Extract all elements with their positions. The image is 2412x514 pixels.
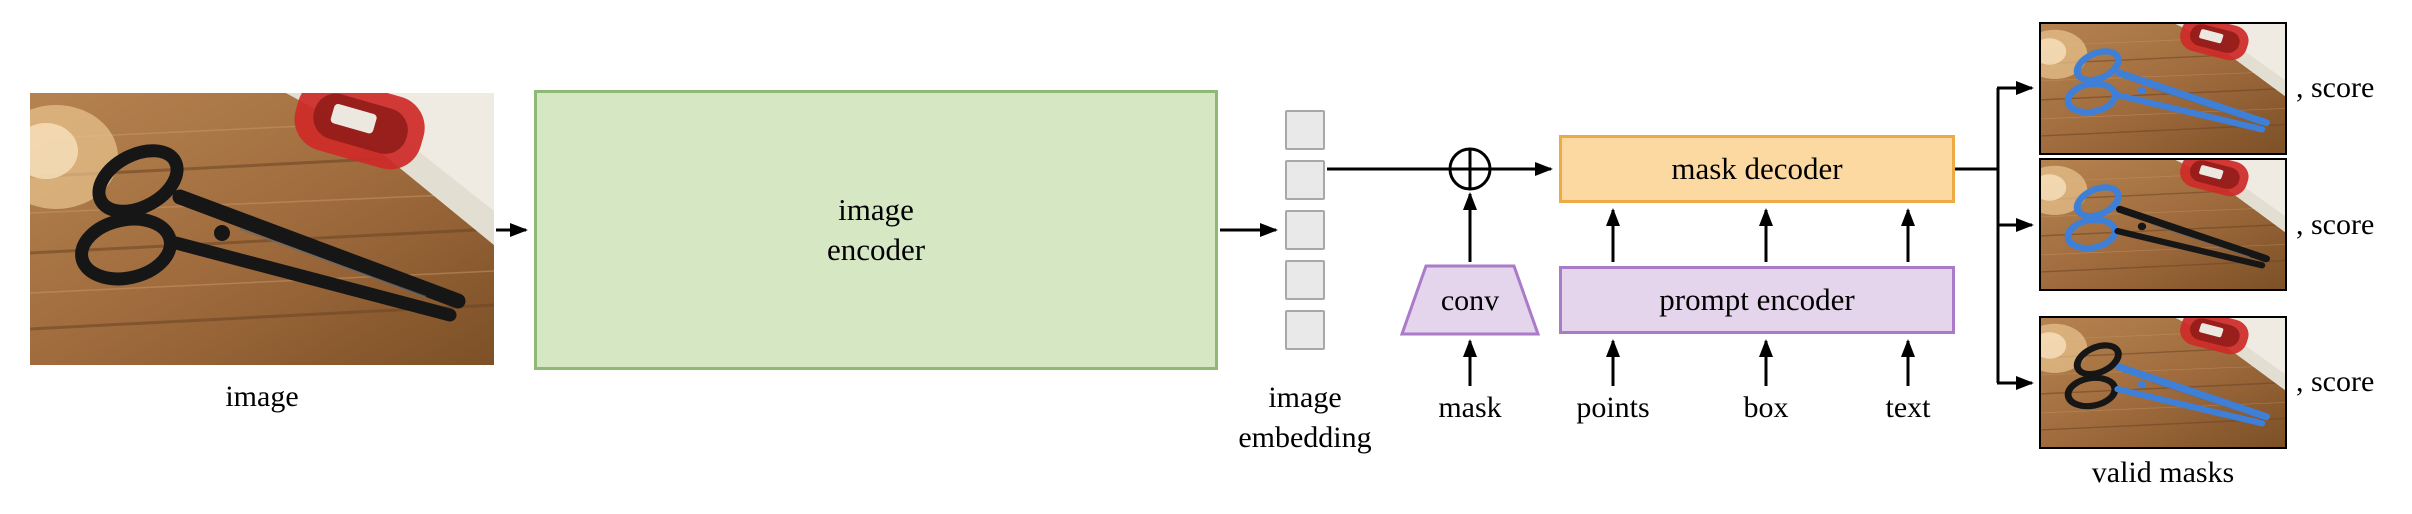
- embedding-label-line1: image: [1268, 381, 1342, 414]
- prompt-encoder-label: prompt encoder: [1659, 282, 1855, 317]
- connector-arrows: [496, 81, 2034, 390]
- image-encoder-box: image encoder: [534, 90, 1218, 370]
- input-image: [30, 93, 494, 365]
- output-mask-2: [2039, 158, 2287, 291]
- embedding-token: [1285, 210, 1325, 250]
- output-mask-1: [2039, 22, 2287, 155]
- embedding-label: image embedding: [1165, 378, 1445, 458]
- mask-input-label: mask: [1438, 391, 1502, 424]
- prompt-box-label: box: [1743, 391, 1789, 424]
- conv-node: conv: [1399, 264, 1541, 336]
- prompt-encoder-box: prompt encoder: [1559, 266, 1955, 334]
- prompt-points-label: points: [1576, 391, 1650, 424]
- embedding-token: [1285, 160, 1325, 200]
- mask-decoder-label: mask decoder: [1671, 151, 1843, 186]
- score-label-2: , score: [2296, 208, 2375, 241]
- conv-trapezoid: [1399, 264, 1541, 336]
- conv-label: conv: [1441, 284, 1499, 317]
- image-encoder-label-line1: image: [838, 192, 914, 227]
- image-encoder-label-line2: encoder: [826, 232, 926, 267]
- prompt-text-label: text: [1885, 391, 1931, 424]
- plus-circle-icon: [1448, 147, 1492, 191]
- embedding-label-line2: embedding: [1238, 421, 1372, 454]
- embedding-token: [1285, 110, 1325, 150]
- embedding-token: [1285, 260, 1325, 300]
- score-label-1: , score: [2296, 71, 2375, 104]
- embedding-token: [1285, 310, 1325, 350]
- input-image-label: image: [225, 380, 299, 413]
- valid-masks-label: valid masks: [2091, 456, 2235, 489]
- mask-decoder-box: mask decoder: [1559, 135, 1955, 203]
- score-label-3: , score: [2296, 365, 2375, 398]
- output-mask-3: [2039, 316, 2287, 449]
